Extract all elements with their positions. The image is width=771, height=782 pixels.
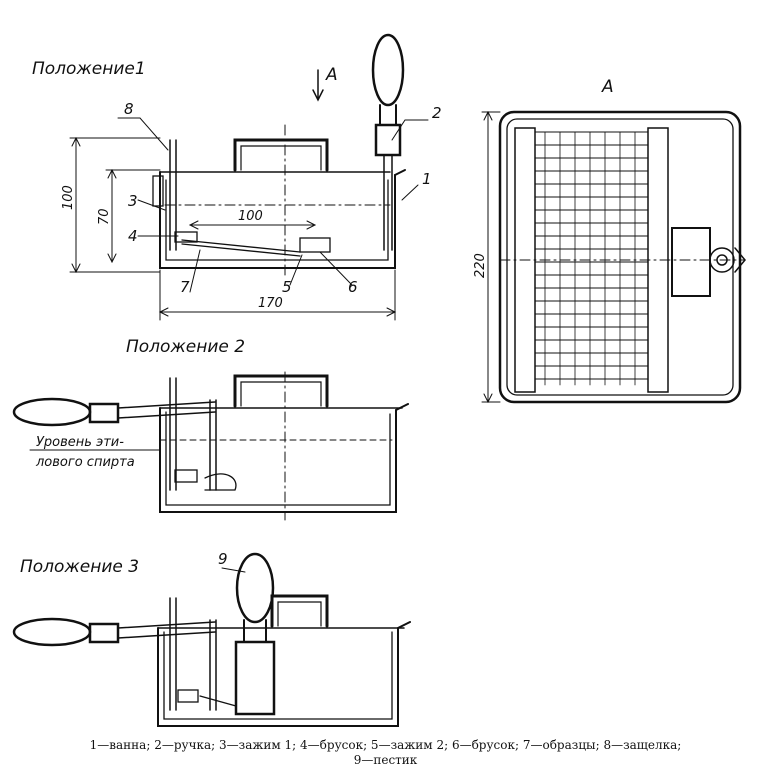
label-3: 3 — [128, 192, 138, 210]
position-3-drawing — [12, 552, 411, 727]
figure-caption: 1—ванна; 2—ручка; 3—зажим 1; 4—брусок; 5… — [0, 738, 771, 768]
caption-line-2: 9—пестик — [353, 753, 418, 767]
label-5: 5 — [282, 278, 292, 296]
dim-inner-100: 100 — [238, 209, 263, 224]
dim-height-100: 100 — [61, 185, 76, 210]
view-a-title: А — [601, 77, 614, 97]
label-9: 9 — [218, 550, 228, 568]
dim-220: 220 — [473, 253, 488, 278]
dim-170: 170 — [258, 296, 283, 311]
label-7: 7 — [180, 278, 190, 296]
caption-line-1: 1—ванна; 2—ручка; 3—зажим 1; 4—брусок; 5… — [89, 738, 682, 752]
position-2-title: Положение 2 — [126, 337, 245, 357]
view-a-drawing — [481, 110, 746, 404]
position-2-drawing — [12, 371, 409, 521]
level-text-line1: Уровень эти- — [36, 435, 124, 450]
position-3-title: Положение 3 — [20, 557, 139, 577]
level-text-line2: лового спирта — [35, 455, 135, 470]
view-arrow-label: А — [325, 65, 338, 85]
label-4: 4 — [128, 227, 138, 245]
position-1-title: Положение1 — [32, 59, 146, 79]
position-1-drawing — [69, 33, 429, 321]
label-6: 6 — [348, 278, 358, 296]
label-1: 1 — [422, 170, 432, 188]
dim-70: 70 — [97, 208, 112, 225]
label-2: 2 — [432, 104, 442, 122]
label-8: 8 — [124, 100, 134, 118]
